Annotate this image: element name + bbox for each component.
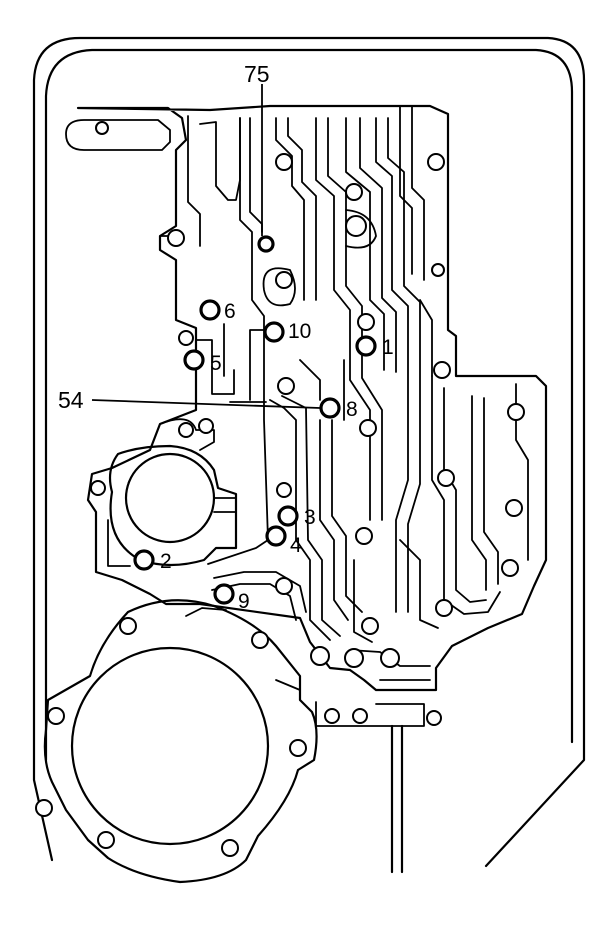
pump-bore: [35, 599, 425, 884]
check-ball-8: [319, 397, 341, 419]
fluid-passages: [107, 105, 529, 681]
check-ball-6: [199, 299, 221, 321]
check-ball-3: [277, 505, 299, 527]
callout-5: 5: [210, 352, 222, 375]
callout-labels: 75 54 1 2 3 4 5 6 8 9 10: [58, 61, 394, 613]
check-ball-9: [213, 583, 235, 605]
callout-4: 4: [290, 534, 302, 557]
callout-3: 3: [304, 506, 316, 529]
check-ball-75: [257, 235, 275, 253]
check-ball-4: [265, 525, 287, 547]
check-ball-10: [263, 321, 285, 343]
callout-8: 8: [346, 398, 358, 421]
callout-75: 75: [244, 61, 270, 87]
bolt-holes: [167, 153, 525, 726]
leader-54: [91, 399, 321, 409]
check-ball-5: [183, 349, 205, 371]
case-housing-outline: [32, 36, 586, 874]
check-ball-1: [355, 335, 377, 357]
callout-54: 54: [58, 387, 84, 413]
accumulator-bore: [90, 418, 238, 567]
leader-lines: [91, 84, 321, 409]
check-balls: [133, 235, 377, 605]
callout-6: 6: [224, 300, 236, 323]
callout-10: 10: [288, 320, 311, 343]
callout-9: 9: [238, 590, 250, 613]
check-ball-2: [133, 549, 155, 571]
callout-1: 1: [382, 336, 394, 359]
callout-2: 2: [160, 550, 172, 573]
separator-plate-outline: [65, 104, 548, 692]
